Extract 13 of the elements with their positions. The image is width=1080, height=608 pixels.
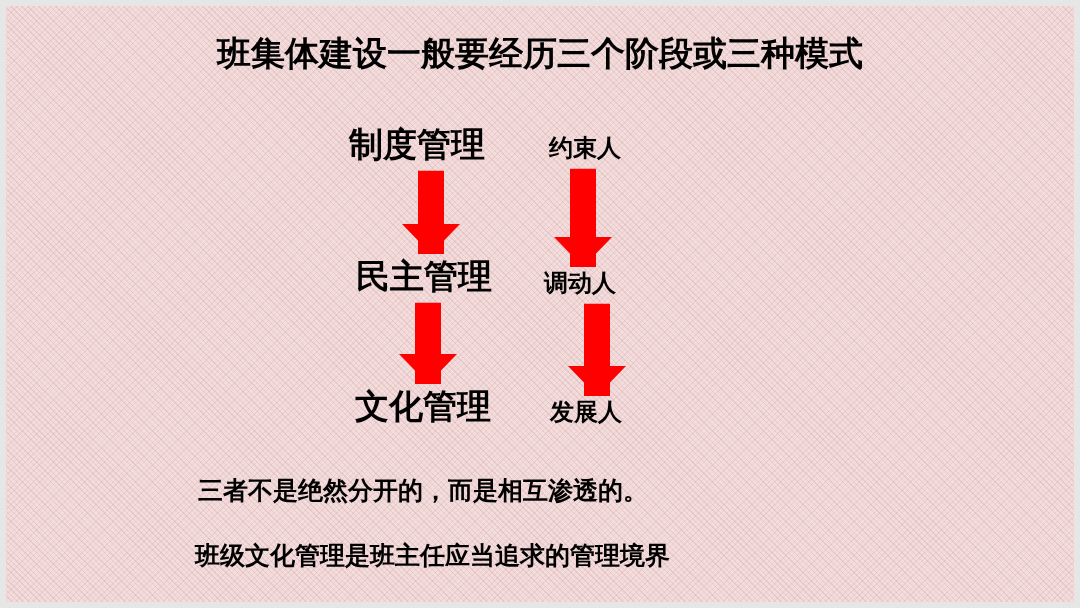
slide-title: 班集体建设一般要经历三个阶段或三种模式 [217,33,863,74]
block-arrow [554,168,612,267]
stage-label: 发展人 [550,398,622,427]
stage-label: 民主管理 [356,256,492,297]
stage-label: 约束人 [549,134,621,163]
block-arrow [568,303,626,396]
block-arrow [399,302,457,384]
stage-label: 调动人 [544,269,616,298]
note-text: 班级文化管理是班主任应当追求的管理境界 [195,541,670,571]
note-text: 三者不是绝然分开的，而是相互渗透的。 [198,476,648,506]
stage-label: 制度管理 [349,124,485,165]
block-arrow [402,170,460,254]
stage-label: 文化管理 [355,386,491,427]
